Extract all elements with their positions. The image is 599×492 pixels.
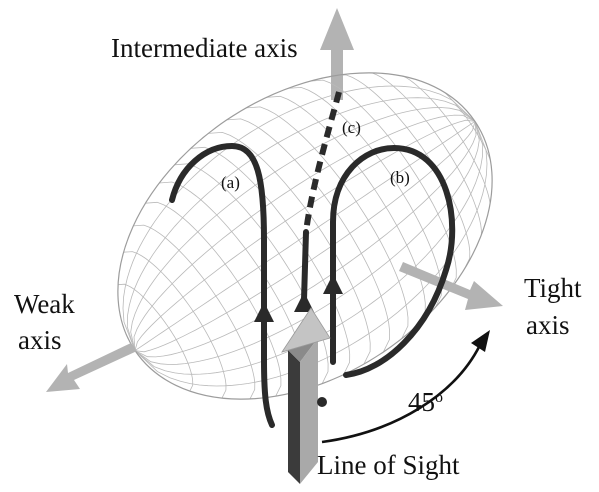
mesh-longitude-line [133, 114, 476, 351]
orbit-a-label: (a) [221, 173, 240, 192]
mesh-longitude-line [122, 85, 476, 351]
intermediate-axis-arrow [320, 8, 354, 100]
rotation-angle-label: 45o [408, 387, 443, 418]
tight-axis-label-line1: Tight [524, 273, 582, 303]
orbit-c-trajectory [301, 91, 342, 303]
line-of-sight-label: Line of Sight [317, 450, 460, 480]
mesh-ring-line [159, 181, 306, 392]
rotation-angle-value: 45 [408, 387, 435, 417]
mesh-ring-line [145, 201, 282, 397]
intermediate-axis-label: Intermediate axis [111, 33, 298, 63]
mesh-longitude-line [130, 107, 476, 351]
mesh-longitude-line [134, 119, 476, 351]
tight-axis-arrow [399, 262, 503, 310]
mesh-longitude-line [134, 121, 476, 353]
line-of-sight-arrow [281, 307, 331, 484]
orbit-a-trajectory [169, 142, 275, 428]
mesh-longitude-line [134, 121, 488, 387]
mesh-longitude-line [134, 121, 484, 375]
orbit-c-label: (c) [342, 118, 361, 137]
weak-axis-label-line1: Weak [14, 289, 75, 319]
orbit-c-direction-arrowhead [294, 292, 314, 312]
mesh-ring-line [208, 131, 371, 365]
rotation-angle-unit: o [435, 389, 443, 406]
orbit-b-label: (b) [390, 168, 410, 187]
tight-axis-label-line2: axis [526, 310, 570, 340]
rotation-arc-arrow [321, 330, 490, 444]
weak-axis-arrow [46, 343, 137, 392]
mesh-ring-line [118, 283, 194, 392]
orbit-a-direction-arrowhead [254, 302, 274, 322]
weak-axis-label-line2: axis [18, 325, 62, 355]
orbit-b-direction-arrowhead [323, 274, 343, 294]
orbit-b-trajectory [330, 144, 456, 378]
mesh-longitude-line [126, 97, 476, 351]
